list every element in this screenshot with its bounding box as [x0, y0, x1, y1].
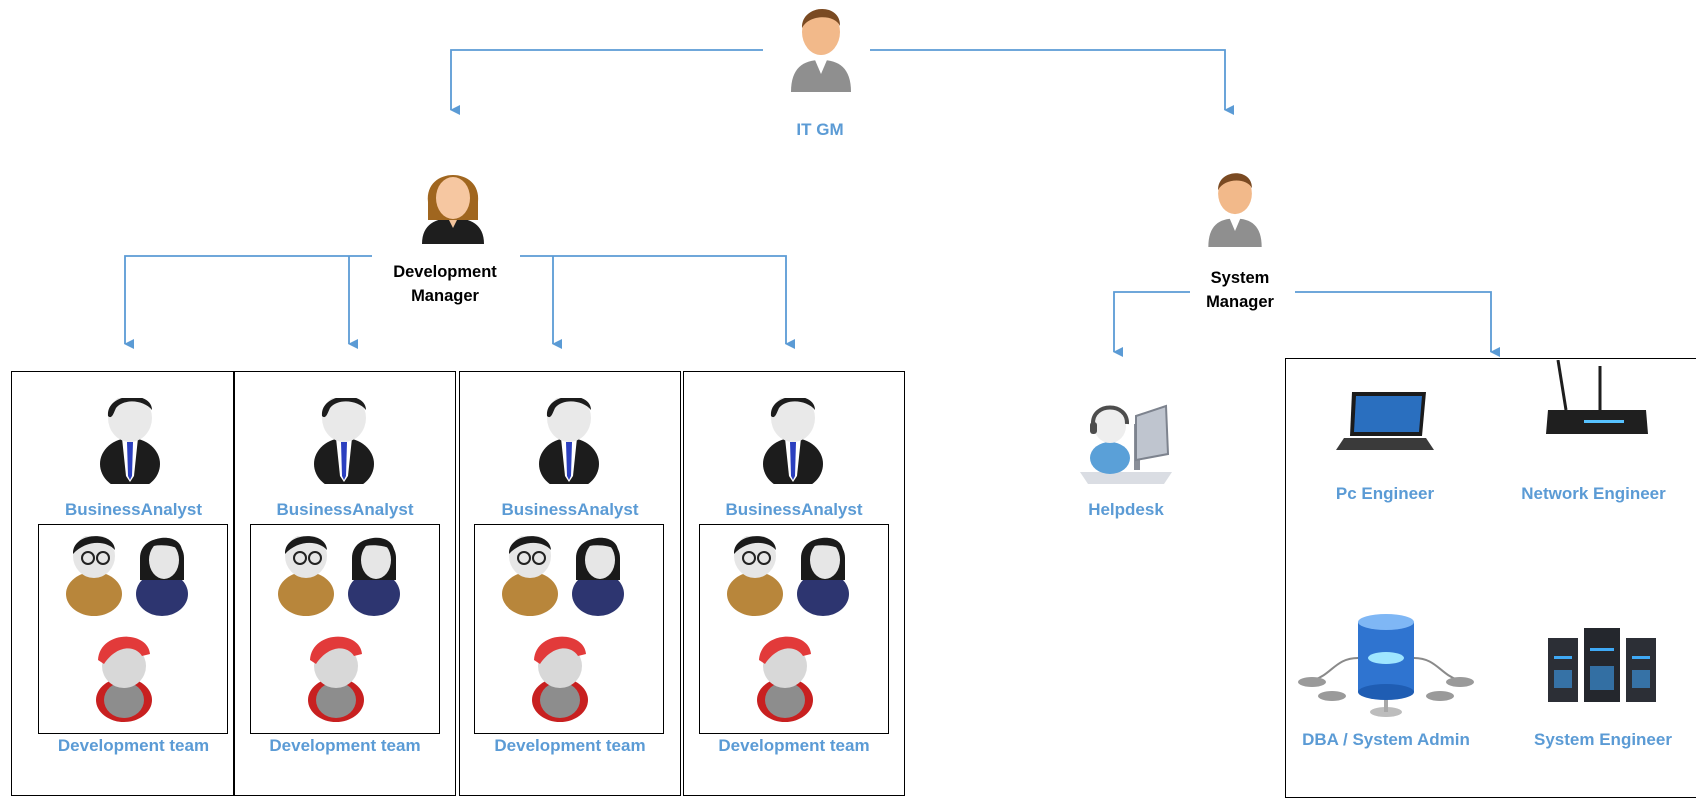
team-label: Development team: [57, 736, 210, 755]
business-analyst-icon: [763, 398, 823, 484]
dev-manager-label-line2: Manager: [411, 287, 479, 305]
sys-manager-label: System Manager: [1170, 266, 1310, 314]
analyst-label: BusinessAnalyst: [65, 500, 202, 519]
developer-glasses-icon: [501, 536, 559, 616]
developer-red-cap-icon: [757, 636, 813, 722]
developer-woman-icon: [572, 537, 624, 616]
connectors: [124, 49, 1500, 357]
business-analyst-icon: [314, 398, 374, 484]
developer-glasses-icon: [65, 536, 123, 616]
developer-woman-icon: [136, 537, 188, 616]
server-rack-icon: [1548, 628, 1656, 702]
dev-team-box: [250, 524, 440, 734]
analyst-label: BusinessAnalyst: [276, 500, 414, 519]
sys-manager-label-line2: Manager: [1206, 293, 1274, 311]
helpdesk-label: Helpdesk: [1088, 500, 1164, 519]
helpdesk-operator-icon: [1080, 404, 1172, 484]
developer-woman-icon: [797, 537, 849, 616]
team-label: Development team: [269, 736, 421, 755]
pc-engineer-label: Pc Engineer: [1335, 484, 1435, 503]
laptop-icon: [1336, 392, 1434, 450]
business-analyst-icon: [539, 398, 599, 484]
database-icon: [1298, 614, 1474, 717]
developer-glasses-icon: [277, 536, 335, 616]
dev-manager-label: Development Manager: [375, 260, 515, 308]
network-engineer-label: Network Engineer: [1521, 484, 1666, 503]
female-manager-icon: [422, 175, 484, 244]
dev-team-box: [699, 524, 889, 734]
dev-team-box: [38, 524, 228, 734]
sys-manager-label-line1: System: [1210, 269, 1270, 287]
system-engineer-label: System Engineer: [1534, 730, 1672, 749]
developer-woman-icon: [348, 537, 400, 616]
dev-manager-label-line1: Development: [393, 263, 497, 281]
it-gm-label: IT GM: [796, 120, 844, 139]
male-manager-icon: [1208, 173, 1262, 247]
dev-team-box: [474, 524, 664, 734]
team-label: Development team: [494, 736, 646, 755]
team-label: Development team: [718, 736, 870, 755]
analyst-label: BusinessAnalyst: [725, 500, 863, 519]
developer-red-cap-icon: [308, 636, 364, 722]
analyst-label: BusinessAnalyst: [501, 500, 639, 519]
male-manager-icon: [791, 8, 851, 92]
dba-label: DBA / System Admin: [1302, 730, 1470, 749]
developer-red-cap-icon: [532, 636, 588, 722]
router-icon: [1546, 360, 1648, 434]
developer-red-cap-icon: [96, 636, 152, 722]
developer-glasses-icon: [726, 536, 784, 616]
business-analyst-icon: [100, 398, 160, 484]
